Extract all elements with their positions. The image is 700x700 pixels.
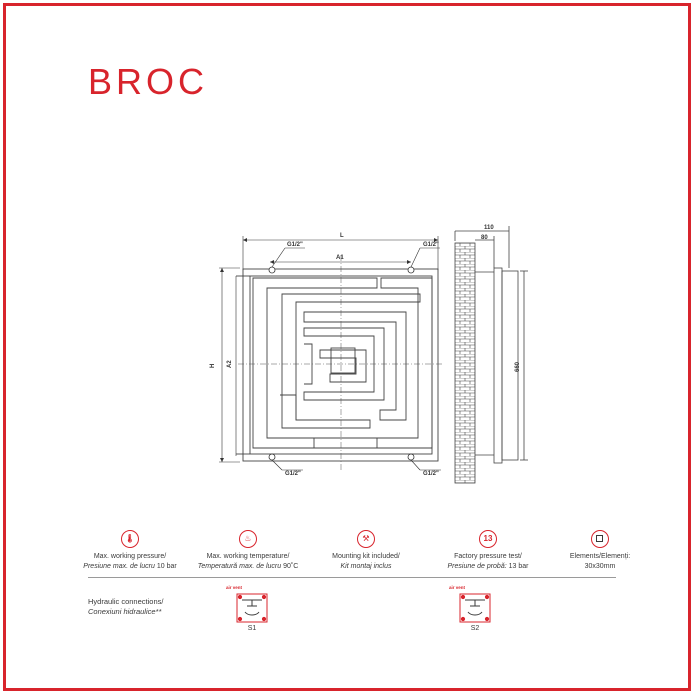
connection-s1-label: S1 [247, 625, 257, 632]
spec-max-pressure: 🌡︎ Max. working pressure/ Presiune max. … [70, 530, 190, 571]
centre-lines [238, 255, 444, 470]
divider [88, 577, 616, 578]
spec-label-ro: Temperatură max. de lucru [197, 562, 282, 570]
radiator-maze [252, 277, 433, 449]
connection-points [268, 266, 415, 461]
connection-symbol-s2 [459, 593, 491, 623]
side-depth-inner-label: 80 [481, 235, 488, 241]
spec-mounting-kit: ⚒ Mounting kit included/ Kit montaj incl… [306, 530, 426, 571]
spec-value: 30x30mm [584, 562, 616, 570]
hydraulic-label-ro: Conexiuni hidraulice** [88, 607, 162, 616]
hydraulic-connections-heading: Hydraulic connections/ Conexiuni hidraul… [88, 597, 163, 617]
spec-label: Mounting kit included/ [332, 553, 400, 560]
s2-air-vent-label: air vent [449, 585, 466, 590]
mounting-kit-icon: ⚒ [357, 530, 375, 548]
thermometer-temperature-icon: ♨ [239, 530, 257, 548]
spec-label: Elements/Elemenți: [569, 553, 631, 560]
spec-label-ro: Kit montaj inclus [340, 562, 392, 570]
connection-s2-label: S2 [470, 625, 480, 632]
radiator-frame [236, 268, 439, 462]
dim-H-label: H [210, 364, 216, 368]
spec-pressure-test: 13 Factory pressure test/ Presiune de pr… [428, 530, 548, 571]
wall-section [454, 242, 476, 484]
spec-label-ro: Presiune de probă: [447, 562, 507, 570]
spec-label-ro: Presiune max. de lucru [83, 562, 155, 570]
s1-air-vent-label: air vent [226, 585, 243, 590]
spec-label: Factory pressure test/ [454, 553, 522, 560]
side-height-label: 660 [515, 361, 521, 372]
spec-max-temperature: ♨ Max. working temperature/ Temperatură … [188, 530, 308, 571]
side-view [454, 226, 528, 464]
conn-bottom-right-label: G1/2" [423, 471, 439, 477]
connection-leaders [271, 247, 441, 471]
page-frame [3, 3, 691, 691]
spec-label: Max. working temperature/ [206, 553, 290, 560]
spec-value: 90˚C [281, 562, 299, 570]
dim-A1-label: A1 [336, 255, 344, 261]
spec-elements: Elements/Elemenți: 30x30mm [540, 530, 660, 571]
dimension-arrows [220, 238, 438, 462]
element-square-icon [591, 530, 609, 548]
dim-L-label: L [340, 233, 344, 239]
dimension-lines [219, 236, 439, 463]
spec-value: 10 bar [154, 562, 177, 570]
conn-top-left-label: G1/2" [287, 242, 303, 248]
hydraulic-label: Hydraulic connections/ [88, 597, 164, 606]
conn-bottom-left-label: G1/2" [285, 471, 301, 477]
spec-value: 13 bar [506, 562, 529, 570]
side-depth-total-label: 110 [484, 225, 494, 231]
brand-title: BROC [88, 61, 209, 102]
spec-label: Max. working pressure/ [93, 553, 167, 560]
dim-A2-label: A2 [227, 360, 233, 368]
connection-symbol-s1 [236, 593, 268, 623]
pressure-test-icon: 13 [479, 530, 497, 548]
conn-top-right-label: G1/2" [423, 242, 439, 248]
thermometer-pressure-icon: 🌡︎ [121, 530, 139, 548]
